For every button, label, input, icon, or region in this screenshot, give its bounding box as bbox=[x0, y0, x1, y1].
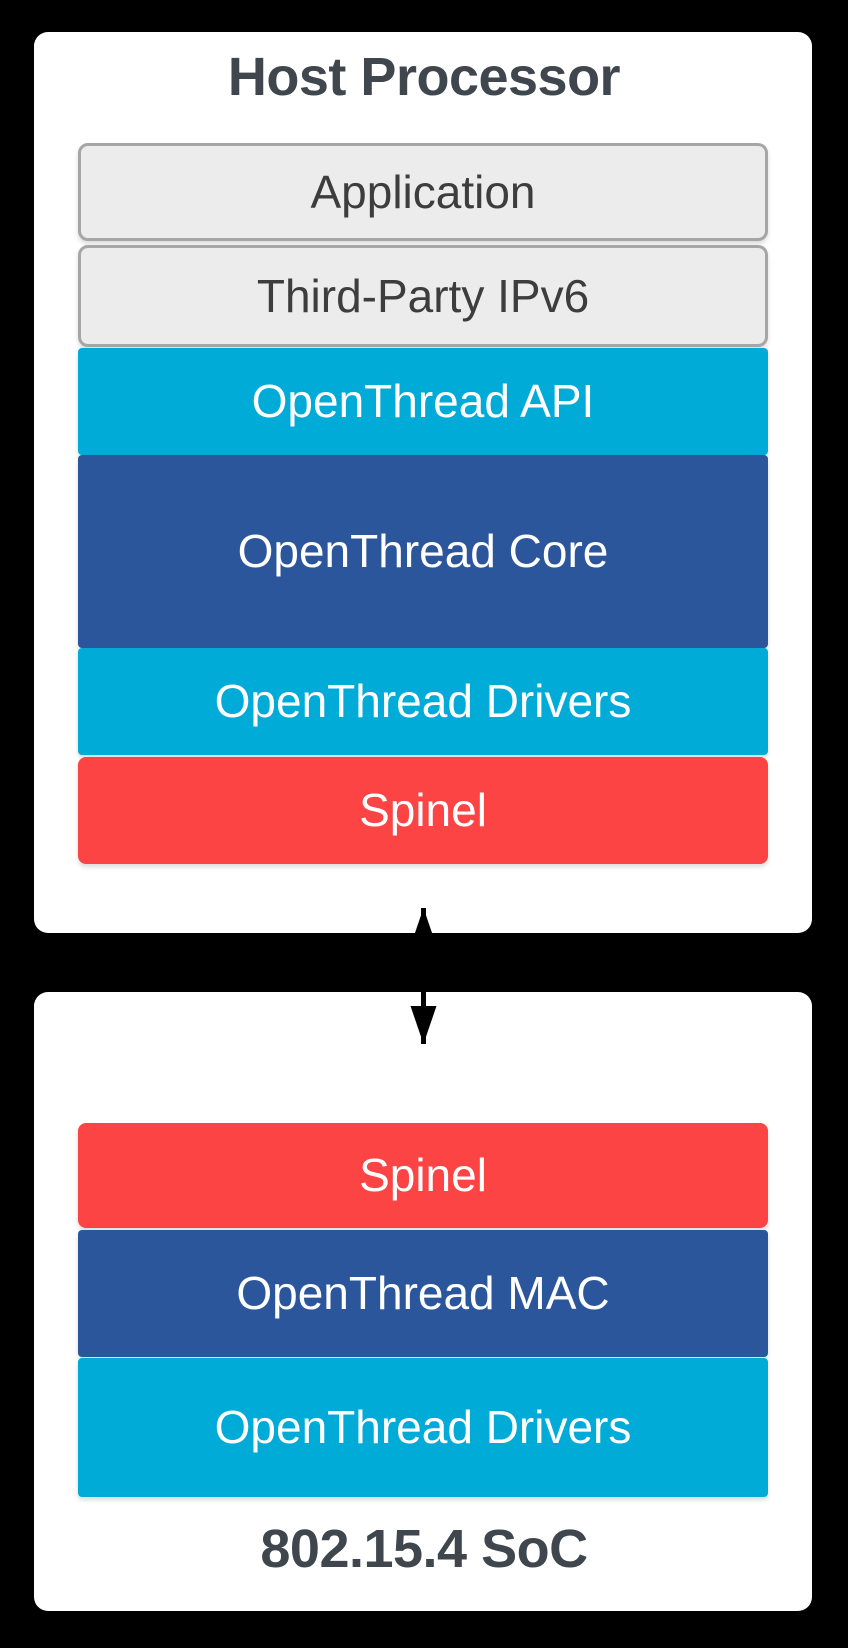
layer-spinel-host: Spinel bbox=[78, 757, 768, 864]
layer-spinel-host-label: Spinel bbox=[359, 784, 487, 837]
layer-third-party-ipv6: Third-Party IPv6 bbox=[78, 245, 768, 347]
host-processor-title: Host Processor bbox=[227, 47, 621, 107]
layer-openthread-drivers-soc-label: OpenThread Drivers bbox=[214, 1401, 632, 1454]
layer-openthread-drivers-host-label: OpenThread Drivers bbox=[214, 675, 632, 728]
layer-third-party-ipv6-label: Third-Party IPv6 bbox=[256, 269, 590, 322]
soc-panel-title: 802.15.4 SoC bbox=[260, 1519, 588, 1579]
layer-spinel-soc: Spinel bbox=[78, 1123, 768, 1228]
layer-openthread-mac: OpenThread MAC bbox=[78, 1230, 768, 1357]
layer-application-label: Application bbox=[310, 165, 536, 218]
layer-spinel-soc-label: Spinel bbox=[359, 1149, 487, 1202]
layer-openthread-api-label: OpenThread API bbox=[251, 375, 595, 428]
layer-openthread-drivers-soc: OpenThread Drivers bbox=[78, 1358, 768, 1497]
layer-openthread-mac-label: OpenThread MAC bbox=[236, 1267, 610, 1320]
layer-openthread-core-label: OpenThread Core bbox=[237, 525, 609, 578]
layer-openthread-api: OpenThread API bbox=[78, 348, 768, 455]
layer-openthread-drivers-host: OpenThread Drivers bbox=[78, 648, 768, 755]
layer-openthread-core: OpenThread Core bbox=[78, 455, 768, 648]
layer-application: Application bbox=[78, 143, 768, 241]
